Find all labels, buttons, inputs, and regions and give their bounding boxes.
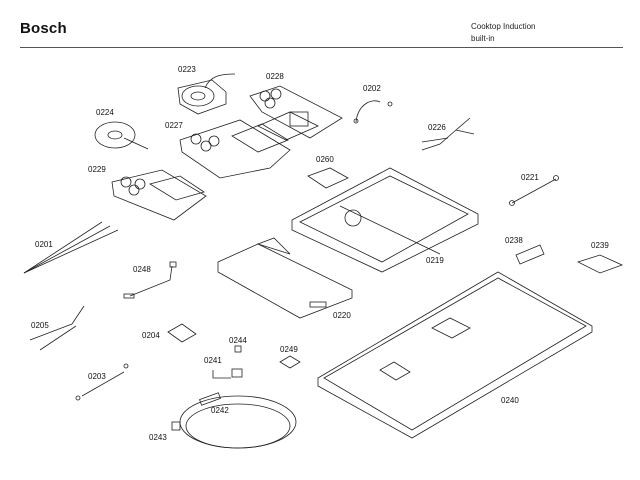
part-label-0220[interactable]: 0220 (333, 311, 351, 320)
part-label-0229[interactable]: 0229 (88, 165, 106, 174)
part-0203-harness[interactable] (75, 363, 129, 401)
part-label-0244[interactable]: 0244 (229, 336, 247, 345)
part-label-0238[interactable]: 0238 (505, 236, 523, 245)
part-0202-harness[interactable] (353, 100, 393, 124)
part-label-0203[interactable]: 0203 (88, 372, 106, 381)
part-label-0242[interactable]: 0242 (211, 406, 229, 415)
part-label-0228[interactable]: 0228 (266, 72, 284, 81)
part-0249-connector[interactable] (279, 355, 301, 369)
part-0227-board[interactable] (179, 119, 291, 179)
part-0242-cord[interactable] (179, 392, 297, 449)
part-0220-housing[interactable] (217, 237, 353, 319)
brand-title: Bosch (20, 20, 67, 37)
part-label-0221[interactable]: 0221 (521, 173, 539, 182)
part-0240-base-pan[interactable] (317, 271, 593, 439)
part-label-0223[interactable]: 0223 (178, 65, 196, 74)
part-label-0205[interactable]: 0205 (31, 321, 49, 330)
part-label-0202[interactable]: 0202 (363, 84, 381, 93)
part-0244-clip[interactable] (234, 345, 242, 353)
part-label-0224[interactable]: 0224 (96, 108, 114, 117)
part-label-0239[interactable]: 0239 (591, 241, 609, 250)
part-label-0204[interactable]: 0204 (142, 331, 160, 340)
product-type: Cooktop Induction (471, 22, 536, 31)
part-0223-blower[interactable] (177, 73, 236, 115)
part-label-0201[interactable]: 0201 (35, 240, 53, 249)
part-0229-board[interactable] (111, 169, 207, 221)
part-0201-harness[interactable] (23, 221, 119, 274)
product-subtype: built-in (471, 34, 495, 43)
part-label-0260[interactable]: 0260 (316, 155, 334, 164)
part-0241-strain-relief[interactable] (212, 368, 243, 379)
header-divider (20, 47, 623, 48)
part-label-0219[interactable]: 0219 (426, 256, 444, 265)
part-label-0240[interactable]: 0240 (501, 396, 519, 405)
part-label-0248[interactable]: 0248 (133, 265, 151, 274)
part-0205-harness[interactable] (29, 305, 85, 351)
part-label-0241[interactable]: 0241 (204, 356, 222, 365)
part-label-0249[interactable]: 0249 (280, 345, 298, 354)
part-0224-fan[interactable] (94, 121, 149, 150)
part-0204-terminal[interactable] (167, 323, 197, 343)
part-0219-frame[interactable] (291, 167, 479, 273)
part-0226-harness[interactable] (421, 117, 475, 151)
part-0260-pad[interactable] (307, 167, 349, 189)
part-label-0243[interactable]: 0243 (149, 433, 167, 442)
part-0228-board[interactable] (249, 85, 343, 141)
part-label-0226[interactable]: 0226 (428, 123, 446, 132)
part-0248-ribbon[interactable] (123, 261, 177, 299)
part-0239-plate[interactable] (576, 254, 624, 274)
part-0221-bolt[interactable] (509, 175, 559, 206)
part-0238-bracket[interactable] (515, 244, 545, 265)
part-label-0227[interactable]: 0227 (165, 121, 183, 130)
part-0243-clamp[interactable] (171, 421, 181, 431)
